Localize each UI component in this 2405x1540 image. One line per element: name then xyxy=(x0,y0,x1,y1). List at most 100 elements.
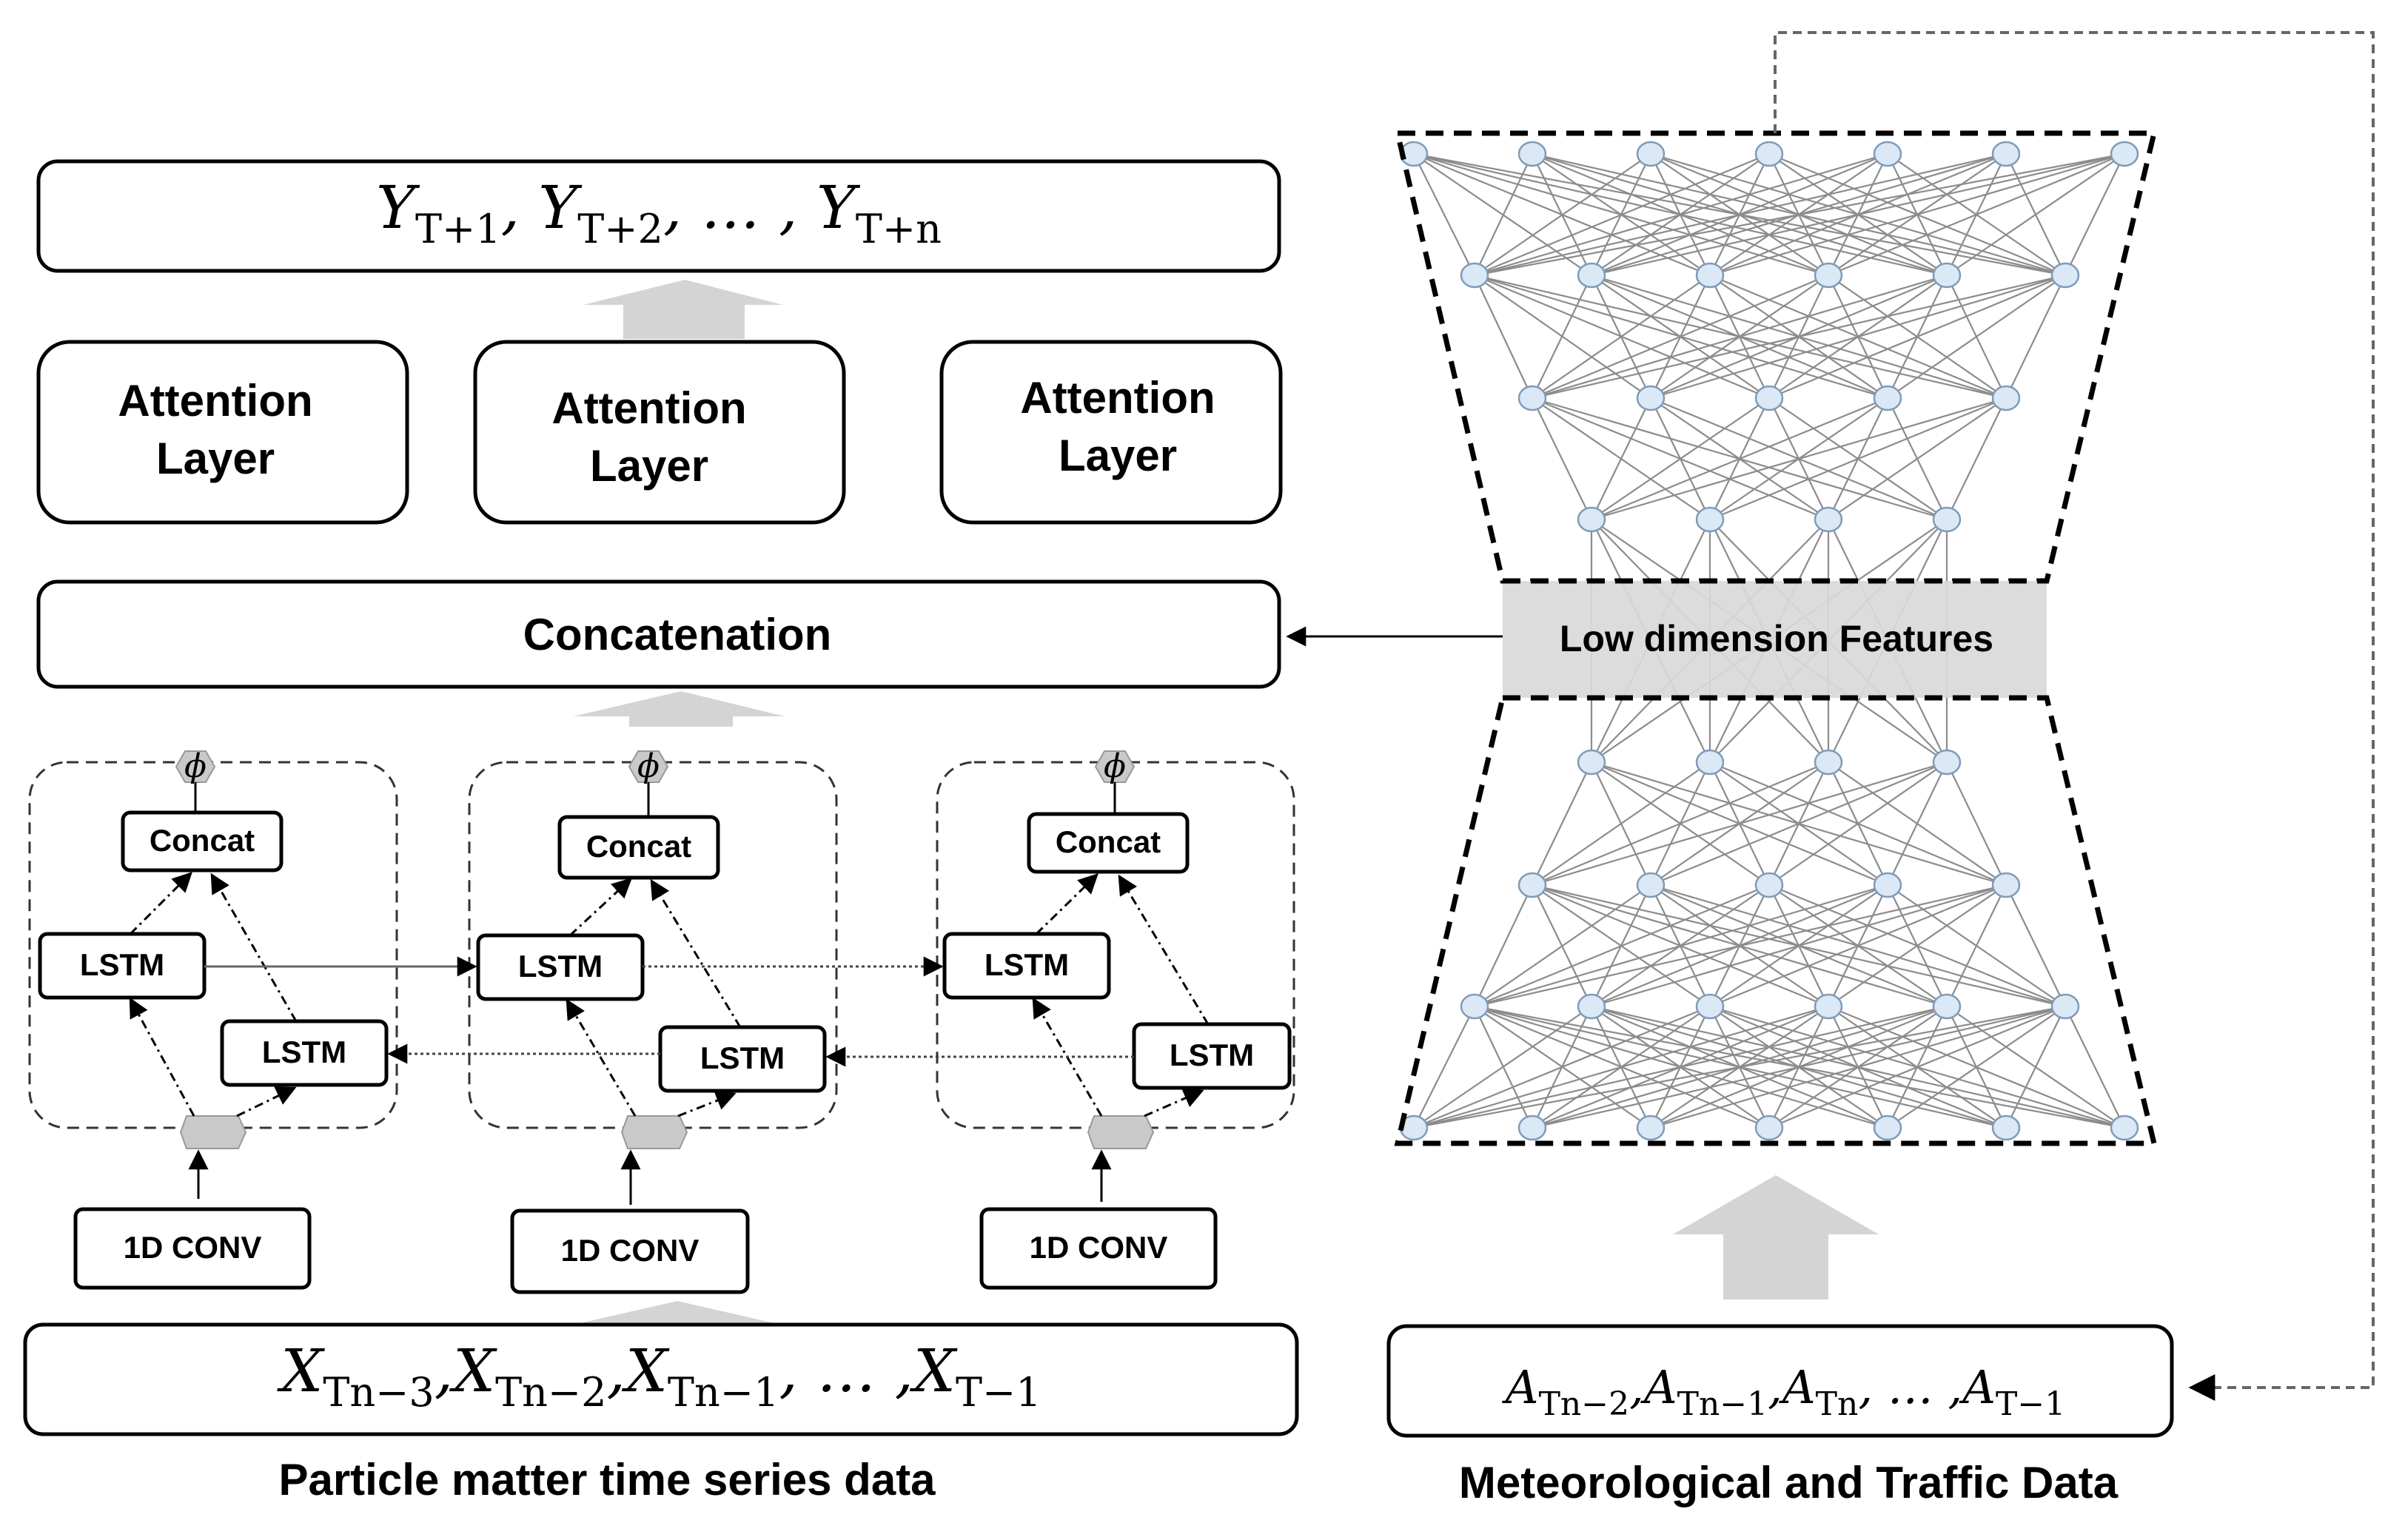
network-edge xyxy=(1946,397,2007,520)
bilstm-cell-2: ϕ Concat LSTM LSTM 1D CONV xyxy=(468,747,838,1294)
network-node xyxy=(1636,385,1666,411)
svg-text:Attention: Attention xyxy=(118,376,312,426)
svg-text:Layer: Layer xyxy=(156,434,275,483)
network-edge xyxy=(1828,884,2007,1007)
network-edge xyxy=(1413,1006,1475,1129)
network-edge xyxy=(1532,275,1711,399)
svg-text:ϕ: ϕ xyxy=(637,747,660,785)
met-input-formula: ATn−2,ATn−1,ATn, … ,AT−1 xyxy=(1502,1360,2065,1423)
network-node xyxy=(1636,872,1666,898)
attention-layer-1: Attention Layer xyxy=(36,340,409,525)
network-node xyxy=(1460,262,1489,289)
svg-text:ϕ: ϕ xyxy=(1104,747,1126,785)
network-edge xyxy=(1532,761,1948,887)
svg-text:Concat: Concat xyxy=(150,823,255,858)
svg-text:Low dimension Features: Low dimension Features xyxy=(1560,618,1993,659)
network-edge xyxy=(1532,274,1948,400)
network-node xyxy=(2050,262,2080,289)
network-edge xyxy=(1591,884,2007,1008)
network-edge xyxy=(1474,153,1533,276)
bilstm-cell-3: ϕ Concat LSTM LSTM 1D CONV xyxy=(936,747,1295,1290)
network-edge xyxy=(1474,153,1651,276)
network-node xyxy=(1991,1114,2021,1141)
flow-arrow-cells-concat xyxy=(574,691,785,716)
svg-text:LSTM: LSTM xyxy=(700,1040,785,1075)
network-edge xyxy=(1532,274,2066,400)
network-node xyxy=(1991,385,2021,411)
network-node xyxy=(1814,749,1843,776)
network-edge xyxy=(2005,1006,2066,1129)
svg-text:LSTM: LSTM xyxy=(518,949,603,983)
svg-text:Attention: Attention xyxy=(551,383,746,433)
output-box: YT+1, YT+2, … , YT+n xyxy=(36,159,1281,273)
network-edge xyxy=(1413,1005,1829,1129)
flow-arrow-input-conv xyxy=(574,1301,781,1325)
network-edge xyxy=(1474,275,1533,399)
network-node xyxy=(1577,506,1606,533)
network-edge xyxy=(2005,275,2066,399)
network-edge xyxy=(1591,397,1651,520)
network-edge xyxy=(1709,152,2125,277)
caption-left: Particle matter time series data xyxy=(278,1455,936,1504)
svg-text:LSTM: LSTM xyxy=(262,1035,346,1069)
network-node xyxy=(1695,993,1725,1020)
network-node xyxy=(1695,506,1725,533)
network-node xyxy=(1991,141,2021,167)
network-edge xyxy=(1946,884,2007,1007)
low-dimension-band: Low dimension Features xyxy=(1503,578,2047,701)
pm-input-formula: XTn−3,XTn−2,XTn−1, … ,XT−1 xyxy=(276,1336,1041,1416)
network-edge xyxy=(1591,397,1888,521)
svg-text:Layer: Layer xyxy=(1059,431,1177,480)
network-node xyxy=(1754,385,1784,411)
network-edge xyxy=(1474,152,1770,277)
network-node xyxy=(1932,993,1962,1020)
feedback-dashed-line xyxy=(1774,31,2375,1401)
network-node xyxy=(1932,262,1962,289)
network-edge xyxy=(1650,1005,2066,1129)
network-node xyxy=(1695,262,1725,289)
network-edge xyxy=(1532,761,1829,887)
svg-text:ϕ: ϕ xyxy=(184,747,207,785)
network-node xyxy=(1636,141,1666,167)
bilstm-cell-1: ϕ Concat LSTM LSTM 1D CONV xyxy=(28,747,398,1290)
network-edge xyxy=(1532,1005,2066,1129)
network-node xyxy=(1814,262,1843,289)
network-edge xyxy=(1768,761,1948,886)
network-node xyxy=(1577,749,1606,776)
attention-layer-2: Attention Layer xyxy=(473,340,846,525)
svg-text:1D CONV: 1D CONV xyxy=(1030,1230,1168,1265)
network-edge xyxy=(1413,1005,1948,1129)
network-edge xyxy=(1413,1005,1711,1129)
network-edge xyxy=(1532,761,1592,886)
network-edge xyxy=(1532,275,1592,399)
pm-input-box: XTn−3,XTn−2,XTn−1, … ,XT−1 xyxy=(23,1322,1299,1436)
network-edge xyxy=(1474,152,1888,277)
network-node xyxy=(1932,506,1962,533)
attention-layer-3: Attention Layer xyxy=(939,340,1283,525)
network-edge xyxy=(1413,1006,1592,1129)
svg-text:Attention: Attention xyxy=(1020,373,1215,423)
network-node xyxy=(1814,506,1843,533)
autoencoder-network xyxy=(1399,141,2139,1141)
network-edge xyxy=(1887,275,2066,399)
network-edge xyxy=(1591,397,2007,521)
network-edge xyxy=(1474,884,1888,1008)
network-edge xyxy=(1474,152,2125,277)
svg-text:1D CONV: 1D CONV xyxy=(561,1233,700,1268)
network-edge xyxy=(1768,1005,2066,1129)
network-edge xyxy=(1474,884,1533,1007)
network-edge xyxy=(1532,274,1829,400)
network-node xyxy=(1577,262,1606,289)
network-edge xyxy=(1413,153,1475,276)
phi-node xyxy=(175,750,216,783)
network-edge xyxy=(1946,153,2125,276)
network-node xyxy=(1873,141,1902,167)
network-edge xyxy=(1591,152,2125,277)
network-node xyxy=(1873,385,1902,411)
network-edge xyxy=(1650,761,1948,887)
network-node xyxy=(1754,141,1784,167)
network-node xyxy=(2110,141,2139,167)
caption-right: Meteorological and Traffic Data xyxy=(1459,1458,2119,1507)
network-node xyxy=(1754,1114,1784,1141)
network-edge xyxy=(1768,274,2066,400)
